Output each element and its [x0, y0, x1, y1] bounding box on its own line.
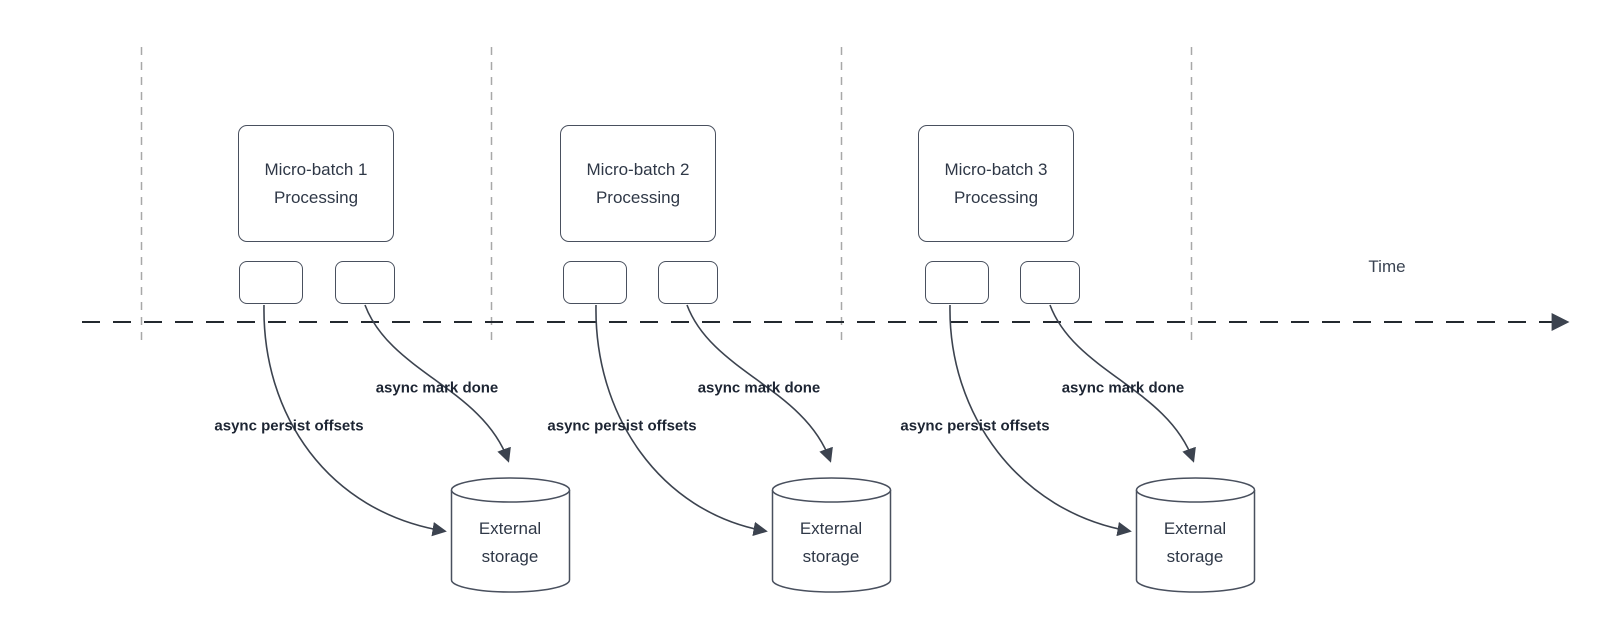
mark-done-label: async mark done	[375, 379, 499, 397]
persist-offsets-arrow	[949, 304, 1132, 537]
micro-batch-1-title: Micro-batch 1 Processing	[264, 159, 368, 207]
micro-batch-3-persist-task-box	[925, 261, 989, 304]
external-storage-label: External storage	[799, 519, 863, 566]
external-storage-label: External storage	[478, 519, 542, 566]
persist-offsets-arrow	[263, 304, 447, 537]
external-storage-cylinder	[771, 477, 892, 593]
time-axis-label: Time	[1368, 257, 1406, 276]
micro-batch-2-persist-task-box	[563, 261, 627, 304]
persist-offsets-label: async persist offsets	[547, 417, 697, 435]
micro-batch-3-mark-done-task-box	[1020, 261, 1080, 304]
micro-batch-2-title: Micro-batch 2 Processing	[586, 159, 690, 207]
micro-batch-3-title: Micro-batch 3 Processing	[944, 159, 1048, 207]
mark-done-arrow	[686, 304, 833, 463]
persist-offsets-label: async persist offsets	[214, 417, 364, 435]
micro-batch-1-persist-task-box	[239, 261, 303, 304]
mark-done-label: async mark done	[1061, 379, 1185, 397]
external-storage-cylinder	[450, 477, 571, 593]
micro-batch-2-mark-done-task-box	[658, 261, 718, 304]
mark-done-label: async mark done	[697, 379, 821, 397]
micro-batch-3-box: Micro-batch 3 Processing	[918, 125, 1074, 242]
external-storage-label: External storage	[1163, 519, 1227, 566]
mark-done-arrow	[364, 304, 511, 463]
micro-batch-2-box: Micro-batch 2 Processing	[560, 125, 716, 242]
mark-done-arrow	[1049, 304, 1196, 463]
persist-offsets-arrow	[595, 304, 768, 537]
external-storage-cylinder	[1135, 477, 1256, 593]
micro-batch-1-mark-done-task-box	[335, 261, 395, 304]
persist-offsets-label: async persist offsets	[900, 417, 1050, 435]
micro-batch-1-box: Micro-batch 1 Processing	[238, 125, 394, 242]
